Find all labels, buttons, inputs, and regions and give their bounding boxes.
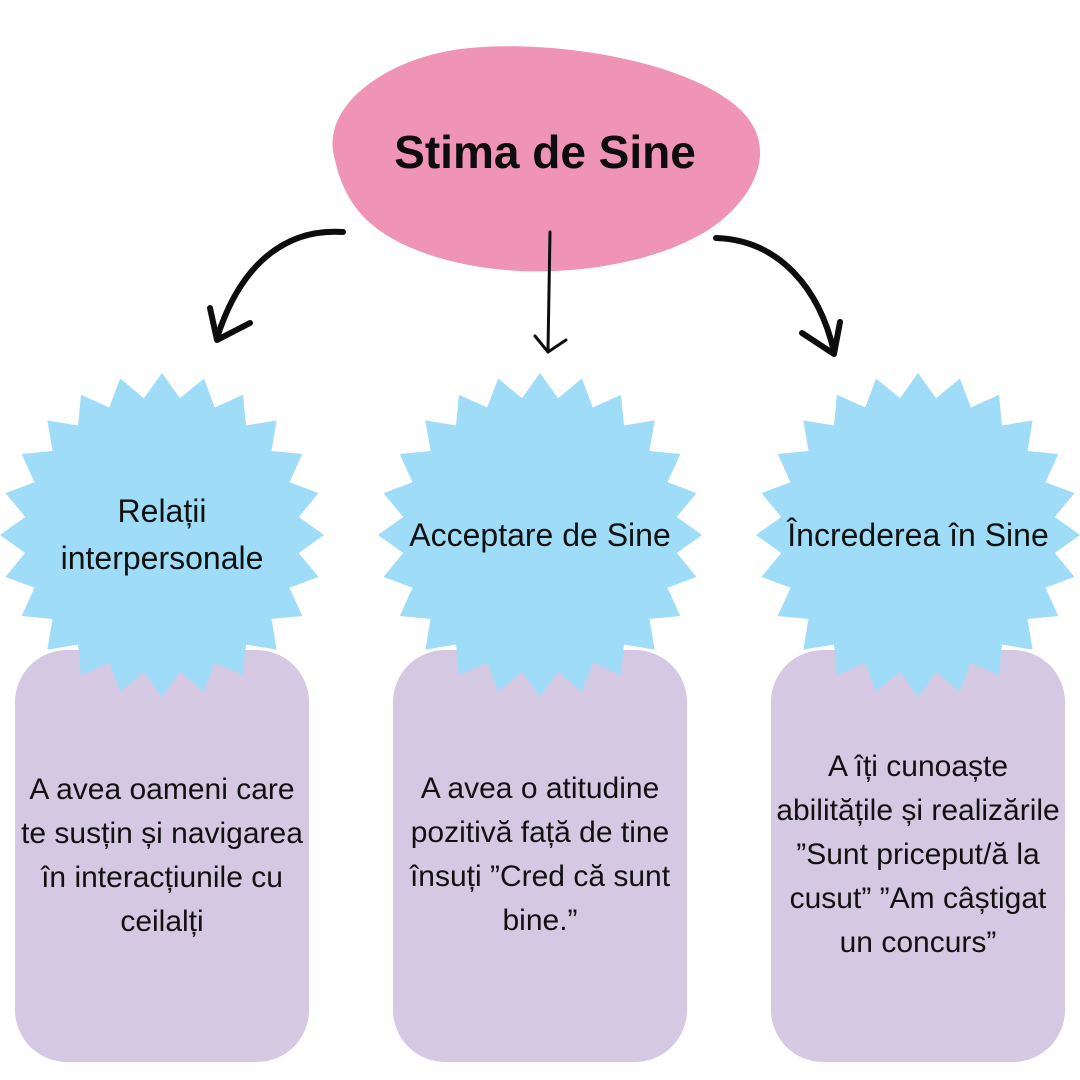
card-1 — [15, 650, 309, 1062]
card-2 — [393, 650, 687, 1062]
branch-description-1: A avea oameni care te susțin și navigare… — [21, 773, 303, 938]
branch-description-3: A îți cunoaște abilitățile și realizăril… — [776, 750, 1060, 959]
diagram-title: Stima de Sine — [394, 126, 696, 178]
branch-description-2: A avea o atitudine pozitivă față de tine… — [409, 772, 671, 937]
arrow-right — [713, 235, 843, 357]
badge-2 — [378, 373, 702, 697]
arrow-left — [207, 228, 346, 343]
branch-heading-3: Încrederea în Sine — [787, 516, 1049, 553]
branch-heading-2: Acceptare de Sine — [409, 516, 671, 553]
branch-heading-1: Relații interpersonale — [60, 493, 264, 576]
badge-1 — [0, 373, 324, 697]
card-3 — [771, 650, 1065, 1062]
badge-3 — [756, 373, 1080, 697]
title-blob — [332, 46, 761, 272]
arrow-center — [533, 230, 568, 354]
